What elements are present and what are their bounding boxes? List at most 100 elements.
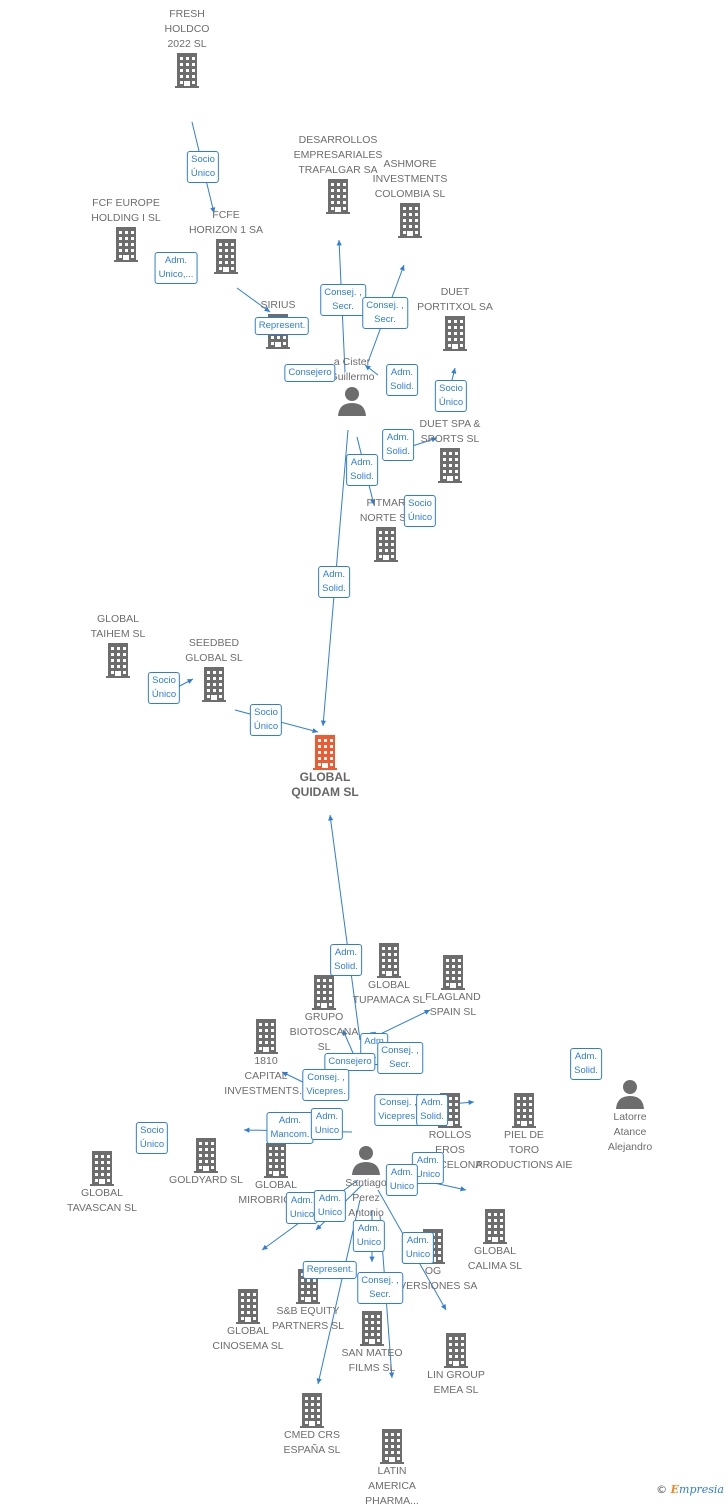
relation-badge[interactable]: Consej. , Secr. xyxy=(377,1042,423,1074)
relation-badge[interactable]: Adm. Unico,... xyxy=(154,252,198,284)
person-node[interactable]: Santiago Perez Antonio xyxy=(301,1144,431,1221)
arrowhead xyxy=(399,265,405,271)
company-node[interactable]: DESARROLLOS EMPRESARIALES TRAFALGAR SA xyxy=(273,133,403,214)
company-node[interactable]: GLOBAL TUPAMACA SL xyxy=(324,942,454,1008)
company-node[interactable]: FRESH HOLDCO 2022 SL xyxy=(122,7,252,88)
arrowhead xyxy=(244,1127,250,1133)
company-node[interactable]: GLOBAL TAIHEM SL xyxy=(53,612,183,678)
company-node[interactable]: ASHMORE INVESTMENTS COLOMBIA SL xyxy=(345,157,475,238)
relation-badge[interactable]: Adm. Unico xyxy=(352,1220,386,1252)
relation-badge[interactable]: Adm. Solid. xyxy=(318,566,350,598)
company-node[interactable]: GLOBAL TAVASCAN SL xyxy=(37,1150,167,1216)
building-icon xyxy=(202,667,226,702)
company-node[interactable]: FITMAR NORTE SL xyxy=(321,496,451,562)
company-node[interactable]: 1810 CAPITAL INVESTMENTS... xyxy=(201,1018,331,1099)
relation-badge[interactable]: Socio Único xyxy=(403,495,437,527)
building-icon xyxy=(438,448,462,483)
building-icon xyxy=(374,527,398,562)
arrowhead xyxy=(342,1030,348,1036)
relation-badge[interactable]: Socio Único xyxy=(186,151,220,183)
building-icon xyxy=(264,1143,288,1178)
building-icon xyxy=(512,1093,536,1128)
company-node[interactable]: LATIN AMERICA PHARMA... xyxy=(327,1428,457,1509)
person-node[interactable]: Latorre Atance Alejandro xyxy=(565,1078,695,1155)
company-node[interactable]: FCF EUROPE HOLDING I SL xyxy=(61,196,191,262)
node-label: GLOBAL TUPAMACA SL xyxy=(352,979,426,1006)
relation-badge[interactable]: Consej. , Vicepres. xyxy=(374,1094,422,1126)
relation-badge[interactable]: Adm. Unico xyxy=(310,1108,344,1140)
node-label: GRUPO BIOTOSCANA SL xyxy=(289,1011,359,1053)
empresia-credit: © Empresia xyxy=(656,1483,724,1496)
relation-badge[interactable]: Consej. , Secr. xyxy=(320,284,366,316)
node-label: DESARROLLOS EMPRESARIALES TRAFALGAR SA xyxy=(293,134,383,176)
building-icon xyxy=(441,955,465,990)
relation-badge[interactable]: Socio Único xyxy=(147,672,181,704)
relation-badge[interactable]: Consej. , Secr. xyxy=(357,1272,403,1304)
company-node[interactable]: SEEDBED GLOBAL SL xyxy=(149,636,279,702)
node-label: FCF EUROPE HOLDING I SL xyxy=(91,197,161,224)
arrowhead xyxy=(264,306,270,312)
company-node[interactable]: LIN GROUP EMEA SL xyxy=(391,1332,521,1398)
building-icon xyxy=(236,1289,260,1324)
relation-badge[interactable]: Adm. Unico xyxy=(285,1192,319,1224)
arrowhead xyxy=(187,679,193,684)
company-node[interactable]: GRUPO BIOTOSCANA SL xyxy=(259,974,389,1055)
node-label: SIRIUS xyxy=(260,299,296,311)
node-label: Santiago Perez Antonio xyxy=(345,1177,387,1219)
relation-badge[interactable]: Represent. xyxy=(302,1261,358,1279)
relation-badge[interactable]: Represent. xyxy=(254,317,310,335)
building-icon xyxy=(106,643,130,678)
relation-badge[interactable]: Consej. , Vicepres. xyxy=(302,1069,350,1101)
relation-badge[interactable]: Socio Único xyxy=(434,380,468,412)
relation-badge[interactable]: Adm. Unico xyxy=(385,1164,419,1196)
relation-badge[interactable]: Adm. Solid. xyxy=(386,364,418,396)
relation-badge[interactable]: Adm. Unico xyxy=(313,1190,347,1222)
company-node[interactable]: PIEL DE TORO PRODUCTIONS AIE xyxy=(459,1092,589,1173)
node-label: FRESH HOLDCO 2022 SL xyxy=(164,8,210,50)
building-icon xyxy=(326,179,350,214)
company-node[interactable]: DUET PORTITXOL SA xyxy=(390,285,520,351)
relation-badge[interactable]: Socio Único xyxy=(249,704,283,736)
node-label: 1810 CAPITAL INVESTMENTS... xyxy=(224,1055,308,1097)
arrowhead xyxy=(262,1244,268,1250)
relation-badge[interactable]: Socio Único xyxy=(135,1122,169,1154)
node-label: S&B EQUITY PARTNERS SL xyxy=(272,1305,344,1332)
building-icon xyxy=(377,943,401,978)
relation-badge[interactable]: Adm. Mancom. xyxy=(266,1112,314,1144)
node-label: FCFE HORIZON 1 SA xyxy=(188,209,264,236)
relation-badge[interactable]: Consejero xyxy=(284,364,336,382)
relation-badge[interactable]: Consej. , Secr. xyxy=(362,297,408,329)
company-node[interactable]: FCFE HORIZON 1 SA xyxy=(161,208,291,274)
building-icon xyxy=(300,1393,324,1428)
company-node[interactable]: FLAGLAND SPAIN SL xyxy=(388,954,518,1020)
arrowhead xyxy=(316,1224,322,1230)
building-icon xyxy=(398,203,422,238)
arrowhead xyxy=(320,720,327,726)
building-icon xyxy=(380,1429,404,1464)
relation-badge[interactable]: Adm. Solid. xyxy=(330,944,362,976)
relation-badge[interactable]: Consejero xyxy=(324,1053,376,1071)
company-node[interactable]: CMED CRS ESPAÑA SL xyxy=(247,1392,377,1458)
person-node[interactable]: a Cister Guillermo xyxy=(287,355,417,417)
node-label: GOLDYARD SL xyxy=(169,1174,243,1186)
relation-badge[interactable]: Adm. Solid. xyxy=(346,454,378,486)
building-icon xyxy=(114,227,138,262)
edge-line xyxy=(329,814,361,1041)
relation-badge[interactable]: Adm. Solid. xyxy=(570,1048,602,1080)
arrowhead xyxy=(431,437,437,443)
relation-badge[interactable]: Adm. Solid. xyxy=(416,1094,448,1126)
person-icon xyxy=(616,1080,644,1109)
company-node[interactable]: GLOBAL CINOSEMA SL xyxy=(183,1288,313,1354)
company-node[interactable]: GLOBAL CALIMA SL xyxy=(430,1208,560,1274)
node-label: SEEDBED GLOBAL SL xyxy=(185,637,243,664)
company-node[interactable]: DUET SPA & SPORTS SL xyxy=(385,417,515,483)
company-node[interactable]: GOLDYARD SL xyxy=(141,1137,271,1188)
main-company-node[interactable]: GLOBAL QUIDAM SL xyxy=(260,734,390,800)
relation-badge[interactable]: Adm. Solid. xyxy=(382,429,414,461)
arrowhead xyxy=(365,365,371,371)
node-label: FLAGLAND SPAIN SL xyxy=(425,991,481,1018)
company-node[interactable]: SAN MATEO FILMS SL xyxy=(307,1310,437,1376)
arrowhead xyxy=(312,728,318,734)
arrowhead xyxy=(451,368,457,374)
relation-badge[interactable]: Adm. Unico xyxy=(401,1232,435,1264)
